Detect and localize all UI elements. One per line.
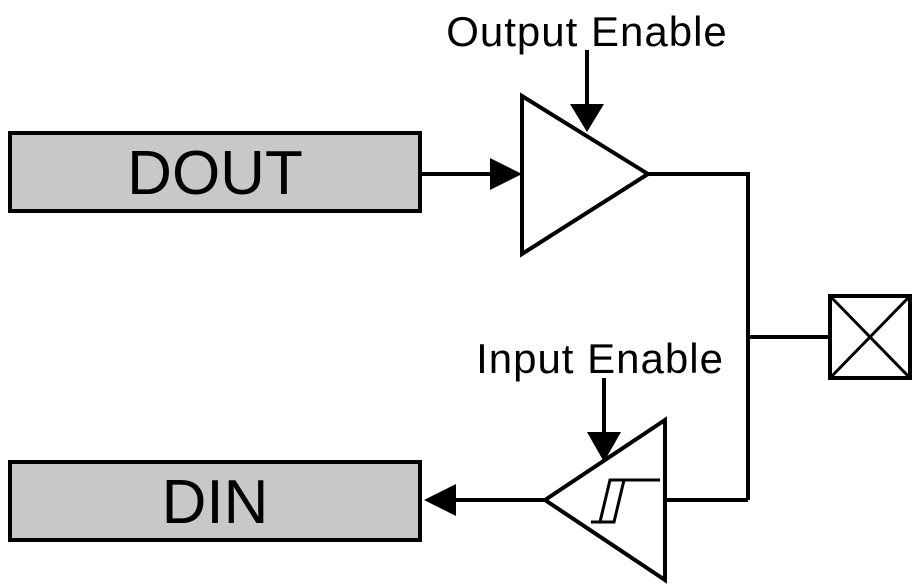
output-wire [648,172,750,500]
input-enable-label: Input Enable [476,335,724,382]
dout-arrow [420,158,522,190]
din-arrow [424,484,545,516]
output-enable-label: Output Enable [446,8,728,55]
dout-box: DOUT [8,131,422,213]
schmitt-hysteresis-icon [591,478,660,524]
output-enable-arrow [570,50,604,132]
din-box: DIN [8,460,422,542]
pad-cross-icon [828,294,912,380]
output-buffer-triangle [520,92,652,258]
din-label: DIN [162,468,269,537]
dout-label: DOUT [127,139,303,208]
input-enable-arrow [587,378,621,462]
